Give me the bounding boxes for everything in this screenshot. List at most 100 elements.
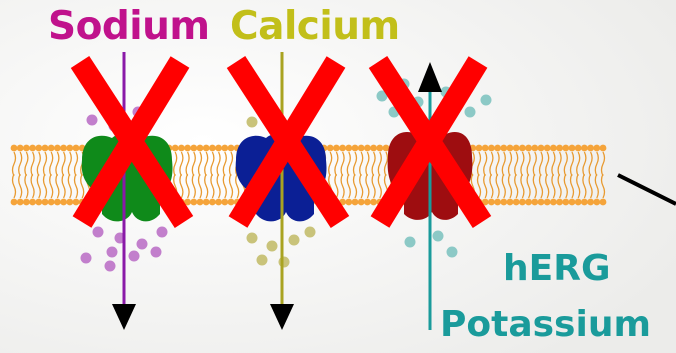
lipid-head [190,145,197,152]
lipid-head [600,145,607,152]
lipid-head [500,199,507,206]
lipid-head [531,145,538,152]
lipid-head [531,199,538,206]
ion-dot [129,251,140,262]
lipid-head [482,145,489,152]
lipid-head [54,199,61,206]
lipid-head [538,199,545,206]
lipid-head [507,199,514,206]
ion-dot [105,261,116,272]
lipid-head [581,145,588,152]
ion-dot [279,257,290,268]
lipid-head [358,199,365,206]
lipid-head [48,199,55,206]
lipid-head [525,145,532,152]
ion-dot [289,235,300,246]
lipid-head [60,199,67,206]
lipid-head [73,145,80,152]
lipid-head [376,145,383,152]
lipid-head [488,199,495,206]
lipid-head [556,145,563,152]
lipid-head [209,145,216,152]
lipid-head [221,145,228,152]
ion-dot [481,95,492,106]
ion-dot [93,227,104,238]
lipid-head [203,199,210,206]
ion-dot [305,227,316,238]
lipid-head [370,145,377,152]
lipid-head [476,145,483,152]
lipid-head [66,199,73,206]
lipid-head [593,199,600,206]
lipid-head [333,145,340,152]
lipid-head [48,145,55,152]
lipid-head [569,199,576,206]
ion-dot [247,233,258,244]
lipid-head [364,199,371,206]
ion-dot [157,227,168,238]
lipid-head [587,199,594,206]
ion-dot [107,247,118,258]
lipid-head [519,145,526,152]
lipid-head [358,145,365,152]
ion-dot [405,237,416,248]
lipid-head [11,145,18,152]
lipid-head [500,145,507,152]
lipid-head [488,145,495,152]
lipid-head [544,145,551,152]
lipid-head [35,145,42,152]
ion-dot [267,241,278,252]
herg-label: hERG [503,248,611,289]
lipid-head [29,145,36,152]
lipid-head [221,199,228,206]
sodium-label: Sodium [48,4,210,49]
lipid-head [215,145,222,152]
ion-dot [247,117,258,128]
lipid-head [600,199,607,206]
lipid-head [550,145,557,152]
lipid-head [345,199,352,206]
lipid-head [184,145,191,152]
lipid-head [23,199,30,206]
lipid-head [519,199,526,206]
lipid-head [228,199,235,206]
lipid-head [17,199,24,206]
lipid-head [54,145,61,152]
ion-dot [433,231,444,242]
lipid-head [17,145,24,152]
lipid-head [172,145,179,152]
lipid-head [203,145,210,152]
lipid-head [575,145,582,152]
lipid-head [513,145,520,152]
lipid-head [550,199,557,206]
lipid-head [364,145,371,152]
lipid-head [562,199,569,206]
ion-dot [81,253,92,264]
lipid-head [494,145,501,152]
lipid-head [215,199,222,206]
lipid-head [345,145,352,152]
lipid-head [352,145,359,152]
ion-dot [151,247,162,258]
lipid-head [494,199,501,206]
lipid-head [556,199,563,206]
lipid-head [11,199,18,206]
lipid-head [42,199,49,206]
lipid-head [29,199,36,206]
lipid-head [66,145,73,152]
lipid-head [197,145,204,152]
lipid-head [593,145,600,152]
potassium-label: Potassium [440,304,651,345]
lipid-head [513,199,520,206]
calcium-label: Calcium [230,4,400,49]
ion-dot [137,239,148,250]
lipid-head [352,199,359,206]
lipid-head [339,145,346,152]
lipid-head [190,199,197,206]
lipid-head [209,199,216,206]
lipid-head [544,199,551,206]
lipid-head [35,199,42,206]
lipid-head [42,145,49,152]
lipid-head [197,199,204,206]
